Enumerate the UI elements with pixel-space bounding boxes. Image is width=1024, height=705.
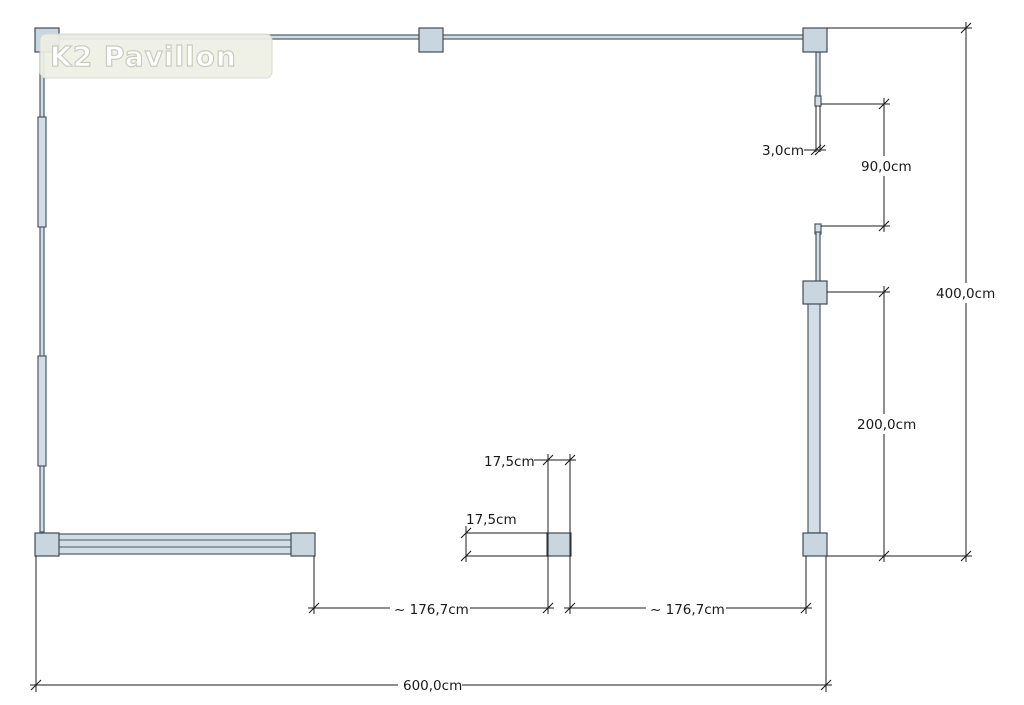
walls xyxy=(37,34,822,555)
post-bottom-left-wall-end xyxy=(290,532,316,557)
dim-tick xyxy=(878,550,890,562)
dim-label-gap-left: ~ 176,7cm xyxy=(394,602,469,618)
dim-tick xyxy=(814,144,826,156)
post-top-right xyxy=(802,27,828,53)
dim-tick xyxy=(810,144,822,156)
door-jamb-upper xyxy=(814,95,822,107)
left-wall-panel-lower xyxy=(37,355,47,467)
dim-tick xyxy=(542,602,554,614)
dim-tick xyxy=(460,527,472,539)
dim-tick xyxy=(878,220,890,232)
logo-background xyxy=(39,33,273,79)
dim-label-right-wall-section: 200,0cm xyxy=(857,417,916,433)
label-bg xyxy=(853,414,919,434)
dim-tick xyxy=(878,286,890,298)
right-wall-middle xyxy=(815,231,821,283)
dim-label-total-width: 600,0cm xyxy=(403,678,462,694)
dim-label-gap-right: ~ 176,7cm xyxy=(650,602,725,618)
dim-tick xyxy=(30,679,42,691)
bottom-left-wall xyxy=(57,533,295,555)
dim-label-wall-thickness: 3,0cm xyxy=(762,143,804,159)
post-bottom-right xyxy=(802,532,828,557)
label-bg xyxy=(646,600,726,618)
post-bottom-middle xyxy=(546,532,572,557)
dim-label-post-offset-x: 17,5cm xyxy=(466,512,517,528)
right-wall-lower xyxy=(807,302,821,534)
logo: K2 Pavillon xyxy=(39,33,273,79)
dim-tick xyxy=(820,679,832,691)
label-bg xyxy=(932,283,1000,303)
posts xyxy=(34,27,828,557)
dimension-lines xyxy=(30,22,972,692)
dim-tick xyxy=(800,602,812,614)
post-top-middle xyxy=(418,27,444,53)
dim-label-door-opening: 90,0cm xyxy=(861,159,912,175)
label-bg xyxy=(398,676,462,694)
dim-label-total-depth: 400,0cm xyxy=(936,286,995,302)
left-wall-panel-upper xyxy=(37,116,47,228)
dim-tick xyxy=(878,98,890,110)
dim-tick xyxy=(542,454,554,466)
logo-text: K2 Pavillon xyxy=(50,40,237,73)
dim-tick xyxy=(564,454,576,466)
label-bg xyxy=(390,600,470,618)
dim-tick xyxy=(960,550,972,562)
dim-tick xyxy=(308,602,320,614)
post-right-middle xyxy=(802,280,828,305)
dim-label-post-offset-y: 17,5cm xyxy=(484,454,535,470)
post-bottom-left xyxy=(34,532,60,557)
label-bg xyxy=(857,156,915,176)
dim-tick xyxy=(564,602,576,614)
dim-tick xyxy=(960,22,972,34)
dim-tick xyxy=(460,550,472,562)
dimension-labels: 600,0cm 400,0cm 90,0cm 200,0cm 3,0cm 17,… xyxy=(390,143,1000,694)
